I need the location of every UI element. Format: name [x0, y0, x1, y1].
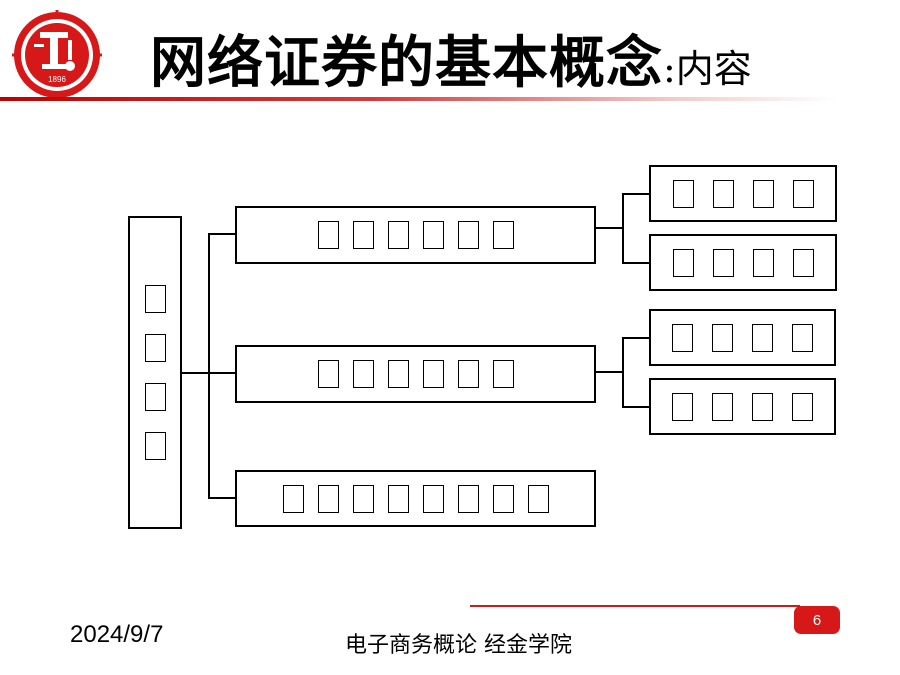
missing-glyph-box	[387, 360, 409, 388]
missing-glyph-box	[144, 285, 166, 313]
missing-glyph-box	[317, 221, 339, 249]
missing-glyph-box	[792, 248, 814, 277]
university-seal-icon: 1896	[12, 10, 102, 100]
tree-leaf-box-2a	[649, 309, 836, 366]
connector-line	[622, 262, 650, 264]
missing-glyph-box	[144, 334, 166, 362]
missing-glyph-box	[387, 484, 409, 513]
missing-glyph-box	[712, 323, 733, 352]
missing-glyph-box	[672, 179, 694, 208]
root-glyphs	[144, 285, 166, 460]
connector-line	[595, 371, 623, 373]
connector-line	[208, 372, 236, 374]
missing-glyph-box	[492, 484, 514, 513]
branch-glyphs	[317, 360, 514, 388]
missing-glyph-box	[492, 221, 514, 249]
missing-glyph-box	[712, 392, 733, 421]
missing-glyph-box	[352, 221, 374, 249]
page-title: 网络证券的基本概念:内容	[150, 18, 752, 99]
tree-branch-box-2	[235, 345, 596, 403]
leaf-glyphs	[672, 179, 814, 208]
tree-branch-box-3	[235, 470, 596, 527]
tree-branch-box-1	[235, 206, 596, 264]
missing-glyph-box	[712, 248, 734, 277]
footer-course-name: 电子商务概论 经金学院	[345, 633, 572, 658]
missing-glyph-box	[457, 221, 479, 249]
page-title-sub: :内容	[663, 47, 752, 91]
footer-rule	[470, 605, 800, 607]
missing-glyph-box	[792, 179, 814, 208]
tree-root-box	[128, 216, 182, 529]
connector-line	[208, 233, 210, 499]
logo-year-text: 1896	[48, 75, 66, 84]
connector-line	[622, 337, 650, 339]
missing-glyph-box	[672, 248, 694, 277]
missing-glyph-box	[672, 323, 693, 352]
connector-line	[595, 227, 623, 229]
missing-glyph-box	[282, 484, 304, 513]
missing-glyph-box	[457, 484, 479, 513]
missing-glyph-box	[752, 248, 774, 277]
missing-glyph-box	[712, 179, 734, 208]
missing-glyph-box	[317, 484, 339, 513]
missing-glyph-box	[792, 323, 813, 352]
missing-glyph-box	[422, 360, 444, 388]
connector-line	[181, 372, 209, 374]
connector-line	[208, 233, 236, 235]
missing-glyph-box	[387, 221, 409, 249]
connector-line	[622, 193, 624, 263]
connector-line	[622, 406, 650, 408]
missing-glyph-box	[752, 179, 774, 208]
missing-glyph-box	[752, 323, 773, 352]
missing-glyph-box	[672, 392, 693, 421]
missing-glyph-box	[527, 484, 549, 513]
missing-glyph-box	[492, 360, 514, 388]
connector-line	[622, 337, 624, 407]
missing-glyph-box	[792, 392, 813, 421]
missing-glyph-box	[352, 360, 374, 388]
tree-leaf-box-1b	[649, 234, 837, 291]
missing-glyph-box	[457, 360, 479, 388]
branch-glyphs	[317, 221, 514, 249]
page-title-main: 网络证券的基本概念	[150, 31, 663, 96]
missing-glyph-box	[144, 432, 166, 460]
leaf-glyphs	[672, 248, 814, 277]
leaf-glyphs	[672, 392, 813, 421]
missing-glyph-box	[752, 392, 773, 421]
page-number-badge: 6	[794, 606, 840, 634]
tree-leaf-box-2b	[649, 378, 836, 435]
missing-glyph-box	[422, 484, 444, 513]
tree-leaf-box-1a	[649, 165, 837, 222]
missing-glyph-box	[422, 221, 444, 249]
missing-glyph-box	[352, 484, 374, 513]
footer-date: 2024/9/7	[70, 621, 164, 648]
leaf-glyphs	[672, 323, 813, 352]
missing-glyph-box	[317, 360, 339, 388]
title-underline	[0, 97, 835, 101]
branch-glyphs	[282, 484, 549, 513]
connector-line	[622, 193, 650, 195]
missing-glyph-box	[144, 383, 166, 411]
connector-line	[208, 497, 236, 499]
